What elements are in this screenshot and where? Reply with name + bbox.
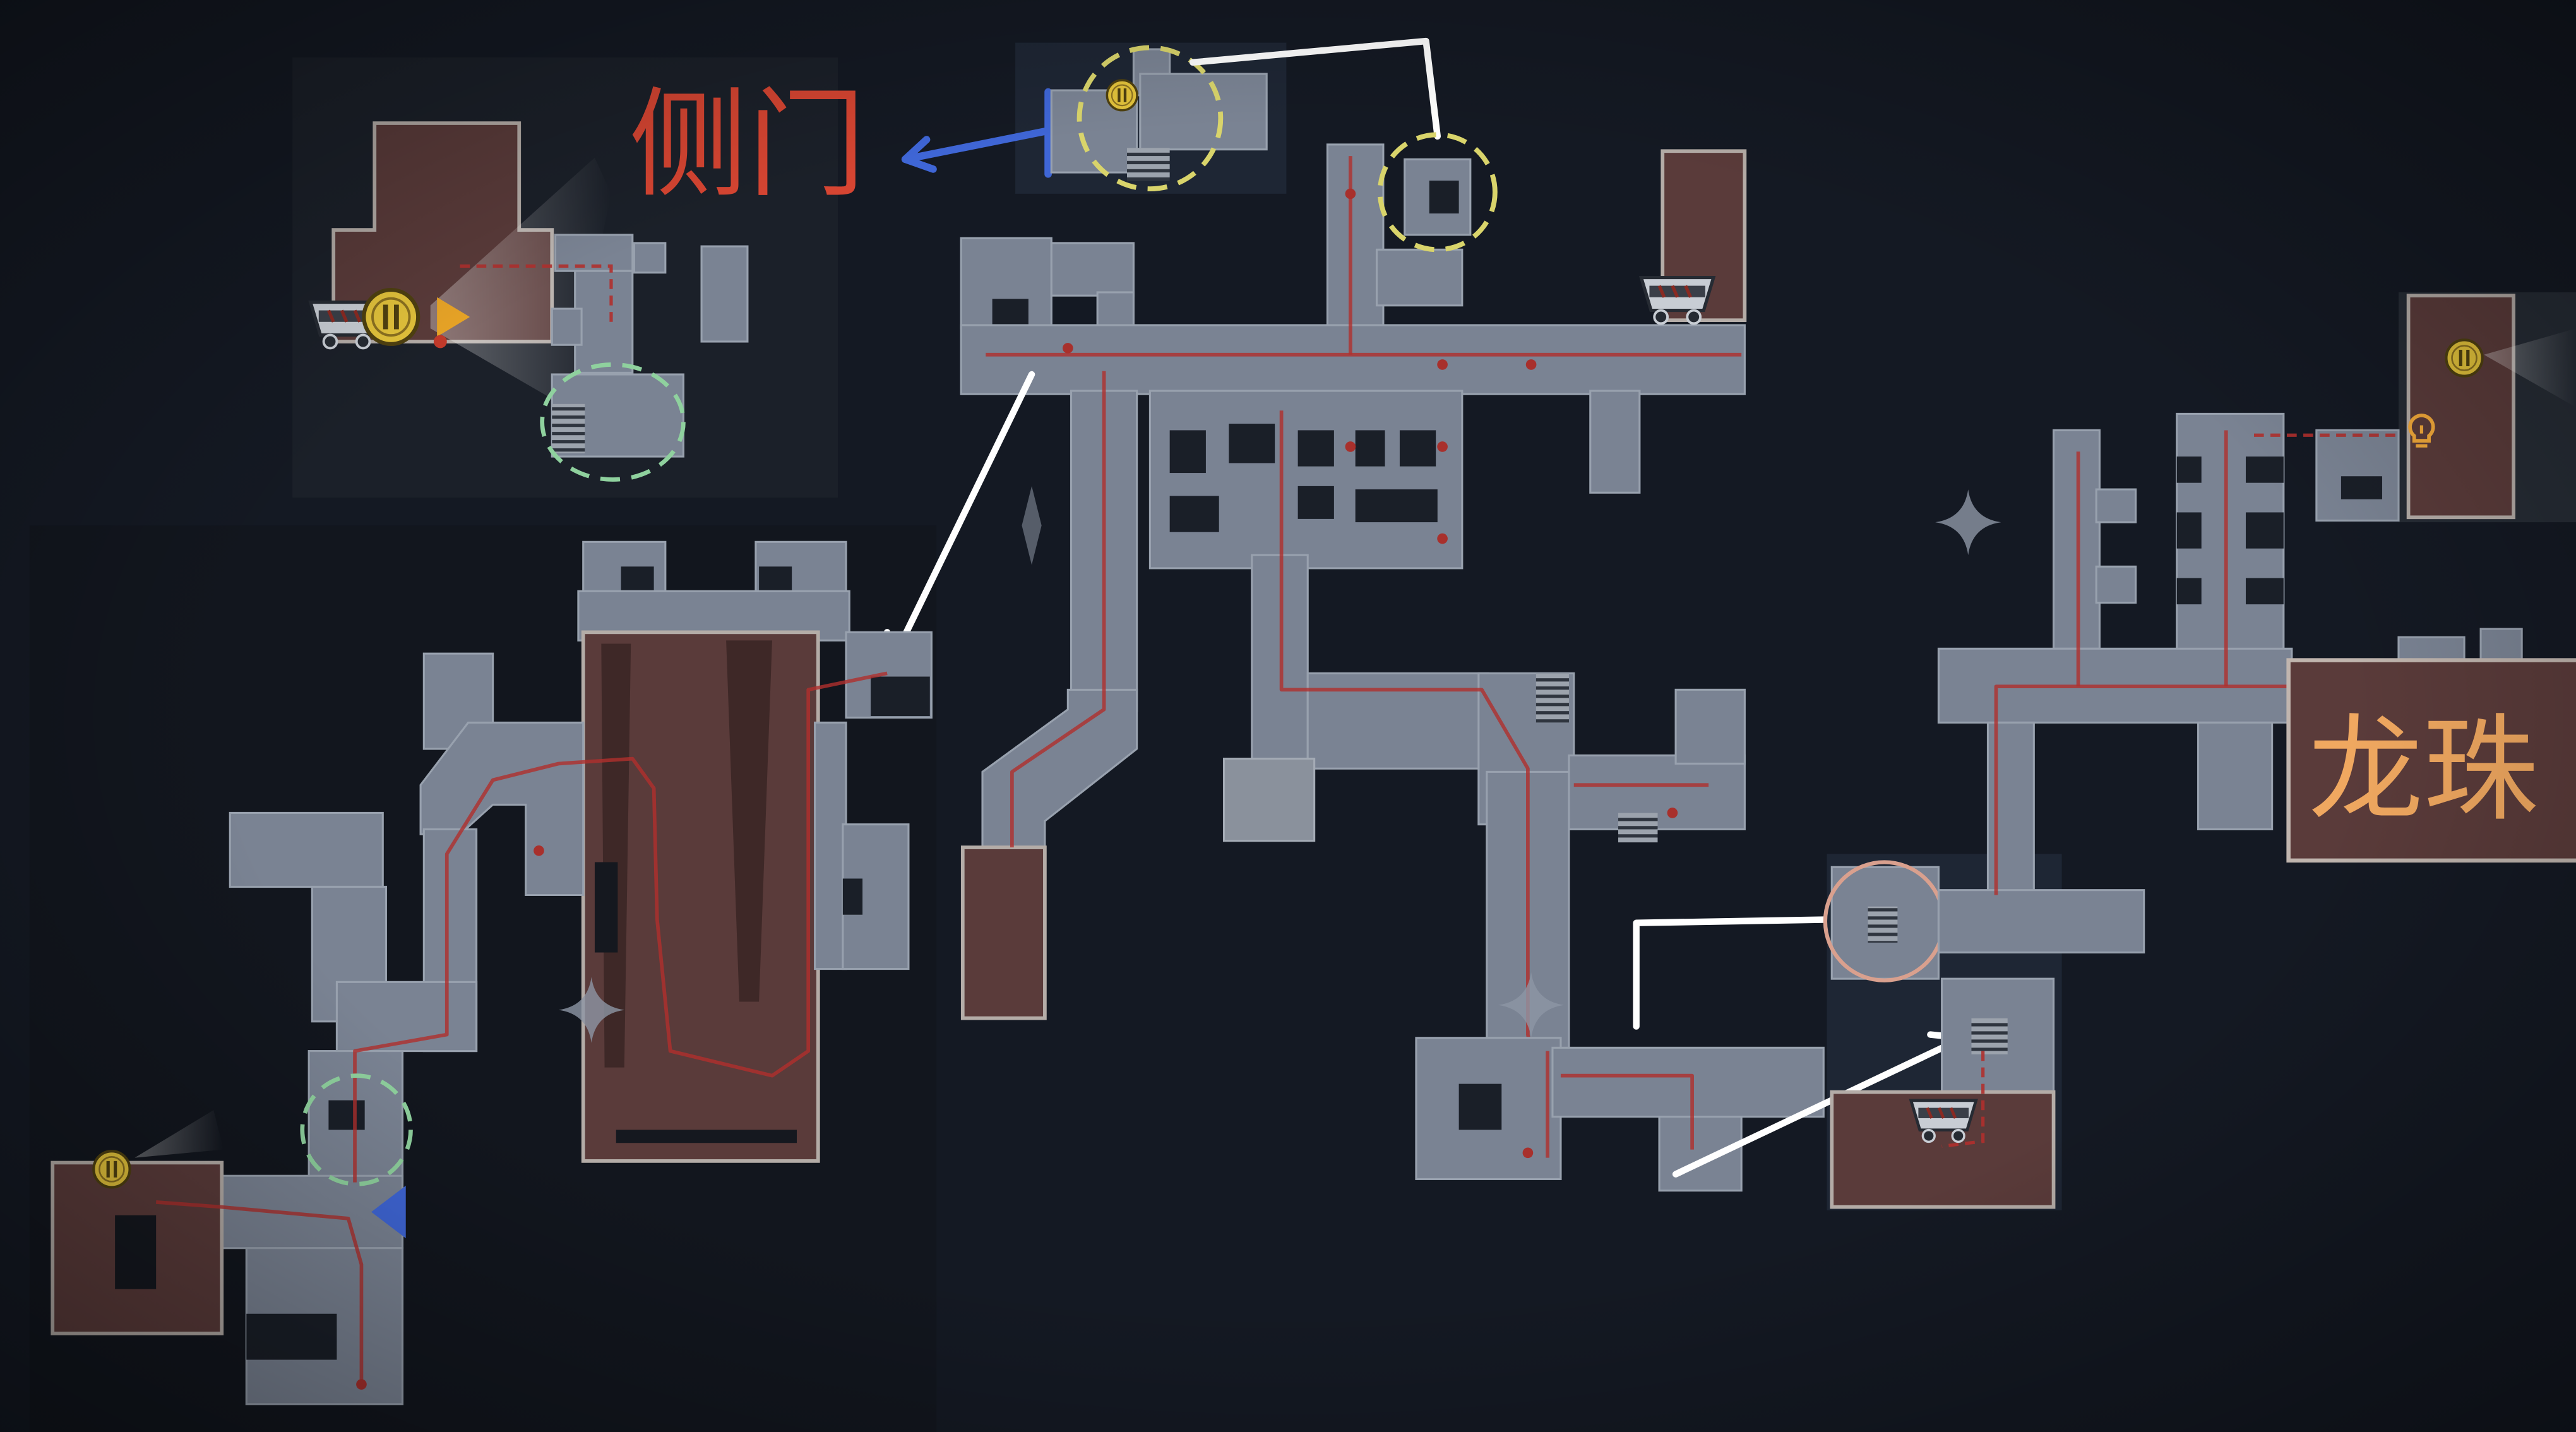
room-wall-gap [1458,1083,1502,1130]
room-floor [2479,628,2523,663]
room-wall-gap [616,1130,797,1143]
stairs-icon [1618,813,1658,843]
room-floor [2197,721,2274,831]
room-floor [574,270,634,374]
stairs-icon [1971,1018,2008,1054]
room-floor [1050,242,1135,297]
special-room [960,845,1047,1020]
route-marker-dot [356,1379,367,1390]
stairs-icon [1127,148,1170,181]
room-wall-gap [2176,578,2202,605]
room-floor [1674,688,1746,765]
room-wall-gap [1429,181,1459,214]
route-marker-dot [1522,1147,1534,1159]
room-floor [1658,1116,1743,1192]
room-wall-gap [1169,496,1219,532]
route-marker-dot [1437,441,1448,452]
room-wall-gap [1169,430,1206,474]
room-wall-gap [2340,476,2382,499]
room-wall-gap [2245,578,2284,605]
room-wall-gap [1355,489,1438,523]
main-corridor [960,324,1746,395]
room-floor [1937,889,2145,954]
room-wall-gap [115,1215,157,1289]
room-floor [2095,565,2137,604]
room-wall-gap [1297,430,1334,467]
room-wall-gap [992,299,1029,325]
room-floor [551,307,583,346]
room-wall-gap [1355,430,1385,467]
route-marker-dot [1437,359,1448,370]
route-marker-dot [1063,343,1073,354]
dragon-pearl-label: 龙珠 [2308,703,2538,837]
stairs-icon [552,403,585,453]
room-floor [814,721,847,970]
room-wall-gap [2245,456,2284,483]
coin-marker-icon [93,1151,129,1187]
room-floor [229,811,384,888]
room-wall-gap [2245,512,2284,549]
route-marker-dot [1345,188,1356,200]
coin-marker-icon [364,290,418,344]
room-wall-gap [1229,424,1275,463]
room-wall-gap [871,676,930,716]
room-wall-gap [246,1313,337,1360]
room-wall-gap [1297,486,1334,519]
stairs-icon [1868,906,1898,943]
route-marker-dot [1525,359,1537,370]
room-floor [1375,248,1464,307]
room-floor [1326,143,1385,330]
room-floor [1139,73,1268,151]
room-wall-gap [2176,512,2202,549]
room-wall-gap [328,1100,365,1130]
route-marker-dot [1437,533,1448,544]
room-floor [633,242,667,274]
room-floor [1306,672,1490,770]
route-marker-dot [534,845,544,856]
special-room [2406,294,2515,520]
room-floor [2095,488,2137,523]
room-wall-gap [2176,456,2202,483]
route-marker-dot [1667,808,1678,818]
room-wall-gap [1399,430,1436,467]
route-marker-dot [433,335,447,349]
room-wall-gap [594,862,618,953]
coin-marker-icon [2446,340,2482,376]
route-marker-dot [1345,441,1356,452]
room-floor [1589,390,1641,494]
room-floor [2315,429,2400,522]
room-floor [1222,758,1316,842]
room-floor [1148,390,1464,570]
room-wall-gap [842,878,863,915]
coin-marker-icon [1107,80,1137,110]
room-floor [1551,1046,1825,1118]
side-door-label: 侧门 [629,76,866,214]
room-wall-gap [621,566,654,592]
room-floor [700,245,749,343]
stairs-icon [1535,673,1569,723]
